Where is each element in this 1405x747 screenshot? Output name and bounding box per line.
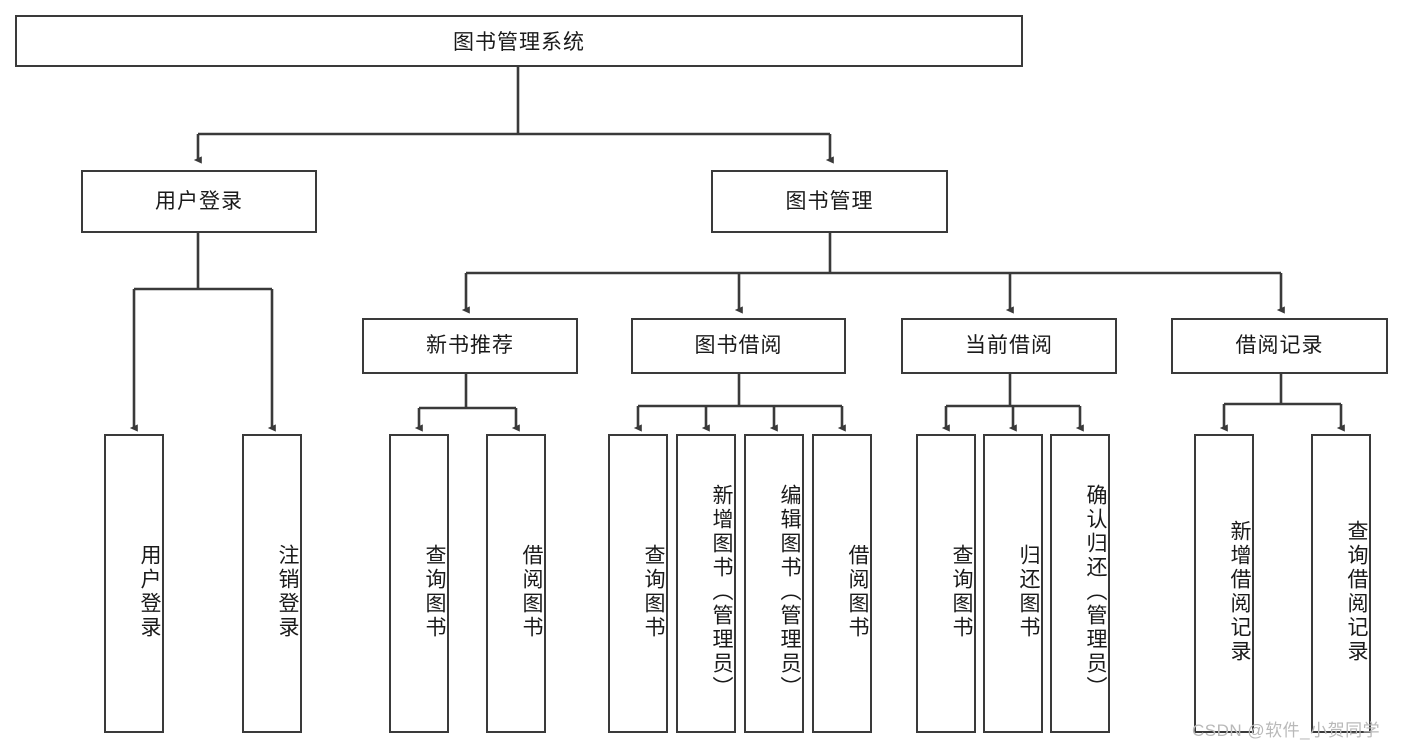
node-label: 查询图书 <box>950 543 973 640</box>
node-label: 查询借阅记录 <box>1345 519 1368 664</box>
node-new-book-recommend[interactable]: 新书推荐 <box>362 318 578 374</box>
leaf-new-book-query[interactable]: 查询图书 <box>389 434 449 733</box>
leaf-borrow-record-add[interactable]: 新增借阅记录 <box>1194 434 1254 733</box>
leaf-user-login-logout[interactable]: 注销登录 <box>242 434 302 733</box>
leaf-user-login-login[interactable]: 用户登录 <box>104 434 164 733</box>
node-label: 图书借阅 <box>694 334 783 358</box>
node-current-borrow[interactable]: 当前借阅 <box>901 318 1117 374</box>
leaf-book-borrow-edit[interactable]: 编辑图书（管理员） <box>744 434 804 733</box>
node-label: 用户登录 <box>138 543 161 640</box>
node-label: 查询图书 <box>423 543 446 640</box>
node-user-login[interactable]: 用户登录 <box>81 170 317 233</box>
node-label: 编辑图书（管理员） <box>778 483 801 700</box>
leaf-book-borrow-query[interactable]: 查询图书 <box>608 434 668 733</box>
watermark-text: CSDN @软件_小贺同学 <box>1192 721 1381 740</box>
node-label: 归还图书 <box>1017 543 1040 640</box>
node-label: 新书推荐 <box>426 334 514 358</box>
node-label: 确认归还（管理员） <box>1084 483 1107 700</box>
node-label: 当前借阅 <box>965 334 1053 358</box>
node-label: 借阅记录 <box>1235 334 1324 358</box>
node-label: 新增图书（管理员） <box>710 483 733 700</box>
node-label: 借阅图书 <box>520 543 543 640</box>
node-label: 借阅图书 <box>846 543 869 640</box>
node-root-system[interactable]: 图书管理系统 <box>15 15 1023 67</box>
leaf-current-borrow-query[interactable]: 查询图书 <box>916 434 976 733</box>
node-label: 新增借阅记录 <box>1228 519 1251 664</box>
leaf-book-borrow-add[interactable]: 新增图书（管理员） <box>676 434 736 733</box>
node-book-management[interactable]: 图书管理 <box>711 170 948 233</box>
node-label: 查询图书 <box>642 543 665 640</box>
leaf-current-borrow-confirm[interactable]: 确认归还（管理员） <box>1050 434 1110 733</box>
node-borrow-record[interactable]: 借阅记录 <box>1171 318 1388 374</box>
leaf-new-book-borrow[interactable]: 借阅图书 <box>486 434 546 733</box>
leaf-current-borrow-return[interactable]: 归还图书 <box>983 434 1043 733</box>
node-label: 用户登录 <box>155 189 243 213</box>
node-book-borrow[interactable]: 图书借阅 <box>631 318 846 374</box>
leaf-borrow-record-query[interactable]: 查询借阅记录 <box>1311 434 1371 733</box>
node-label: 图书管理 <box>785 189 874 213</box>
node-label: 注销登录 <box>276 543 299 640</box>
node-label: 图书管理系统 <box>453 31 585 54</box>
leaf-book-borrow-lend[interactable]: 借阅图书 <box>812 434 872 733</box>
